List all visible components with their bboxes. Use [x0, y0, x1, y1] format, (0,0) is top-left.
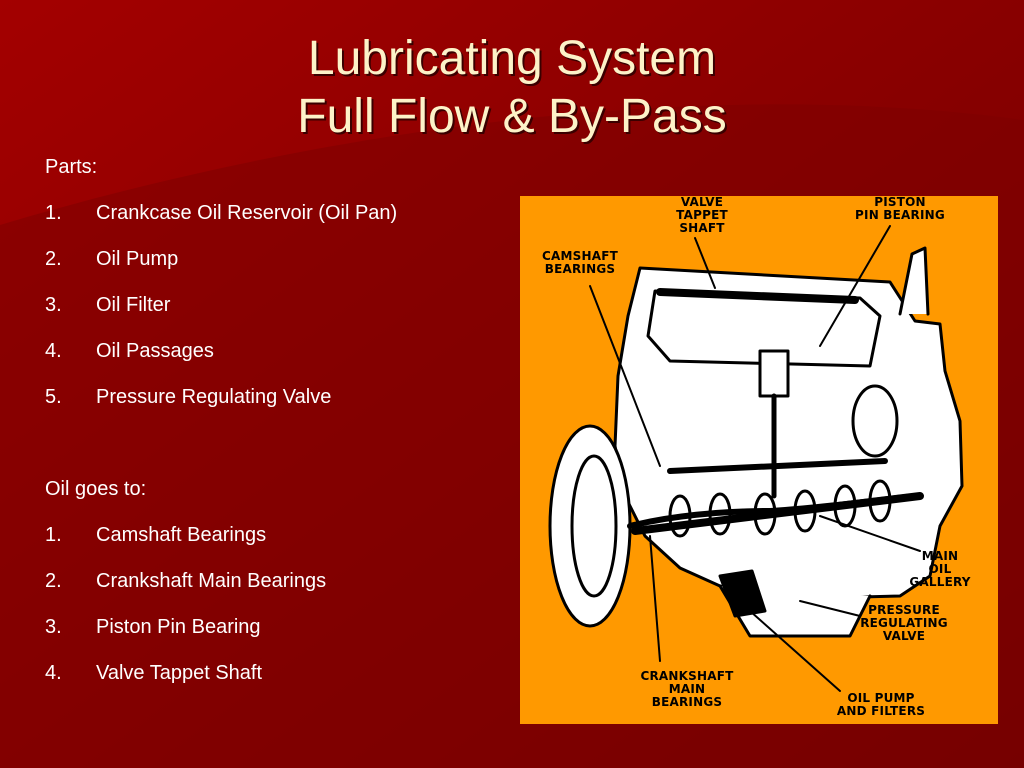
item-number: 4. [45, 340, 62, 362]
callout-crankshaft-main-bearings: CRANKSHAFT MAIN BEARINGS [640, 669, 734, 709]
leader-line-oil-pump [749, 610, 841, 692]
flywheel-inner [570, 454, 618, 598]
camshaft [667, 458, 888, 474]
list-item: 1. Crankcase Oil Reservoir (Oil Pan) [45, 199, 505, 245]
item-label: Camshaft Bearings [96, 524, 267, 546]
item-number: 1. [45, 524, 62, 546]
leader-line-camshaft [589, 285, 661, 467]
list-item: 4. Oil Passages [45, 337, 505, 383]
item-label: Piston Pin Bearing [96, 616, 261, 638]
engine-lubrication-diagram: VALVE TAPPET SHAFT PISTON PIN BEARING CA… [520, 196, 998, 724]
main-oil-gallery [631, 492, 924, 535]
callout-oil-pump-and-filters: OIL PUMP AND FILTERS [836, 691, 926, 718]
list-item: 1. Camshaft Bearings [45, 521, 505, 567]
item-label: Pressure Regulating Valve [96, 386, 332, 408]
crank-throw [868, 479, 892, 523]
crank-throw [753, 492, 777, 536]
slide-title: Lubricating System Full Flow & By-Pass [0, 30, 1024, 146]
crank-throw [708, 492, 732, 536]
list-item: 5. Pressure Regulating Valve [45, 383, 505, 429]
crank-throw [668, 494, 692, 538]
leader-line-crankshaft [649, 535, 661, 662]
text-content: Parts: 1. Crankcase Oil Reservoir (Oil Pa… [45, 153, 505, 705]
leader-line-main-gallery [819, 515, 921, 552]
list-item: 3. Oil Filter [45, 291, 505, 337]
item-number: 3. [45, 616, 62, 638]
callout-main-oil-gallery: MAIN OIL GALLERY [909, 549, 971, 589]
oil-goes-to-heading: Oil goes to: [45, 478, 147, 500]
list-item: 2. Oil Pump [45, 245, 505, 291]
item-number: 1. [45, 202, 62, 224]
item-label: Crankshaft Main Bearings [96, 570, 327, 592]
oil-filler-tube [898, 246, 930, 316]
leader-line-pressure-valve [799, 600, 861, 617]
list-item: 3. Piston Pin Bearing [45, 613, 505, 659]
leader-line-valve-tappet [694, 237, 716, 289]
callout-piston-pin-bearing: PISTON PIN BEARING [855, 195, 945, 222]
item-number: 3. [45, 294, 62, 316]
engine-illustration [548, 225, 964, 692]
parts-heading: Parts: [45, 156, 98, 178]
callout-pressure-regulating-valve: PRESSURE REGULATING VALVE [860, 603, 948, 643]
list-item: 2. Crankshaft Main Bearings [45, 567, 505, 613]
piston [758, 349, 790, 398]
item-label: Oil Passages [96, 340, 214, 362]
item-label: Valve Tappet Shaft [96, 662, 263, 684]
title-line-2: Full Flow & By-Pass [297, 90, 727, 143]
item-number: 2. [45, 248, 62, 270]
callout-camshaft-bearings: CAMSHAFT BEARINGS [542, 249, 618, 276]
callout-valve-tappet-shaft: VALVE TAPPET SHAFT [676, 195, 728, 235]
list-item: 4. Valve Tappet Shaft [45, 659, 505, 705]
oil-pump [718, 569, 767, 618]
fan-housing [851, 384, 899, 458]
leader-line-piston-pin [819, 225, 891, 347]
rocker-cover [646, 289, 882, 368]
crank-throw [793, 489, 817, 533]
item-number: 4. [45, 662, 62, 684]
crank-throw [833, 484, 857, 528]
valve-tappet-shaft-rod [656, 288, 859, 304]
item-label: Oil Pump [96, 248, 179, 270]
item-number: 5. [45, 386, 62, 408]
item-number: 2. [45, 570, 62, 592]
item-label: Oil Filter [96, 294, 171, 316]
title-line-1: Lubricating System [307, 32, 717, 85]
item-label: Crankcase Oil Reservoir (Oil Pan) [96, 202, 398, 224]
